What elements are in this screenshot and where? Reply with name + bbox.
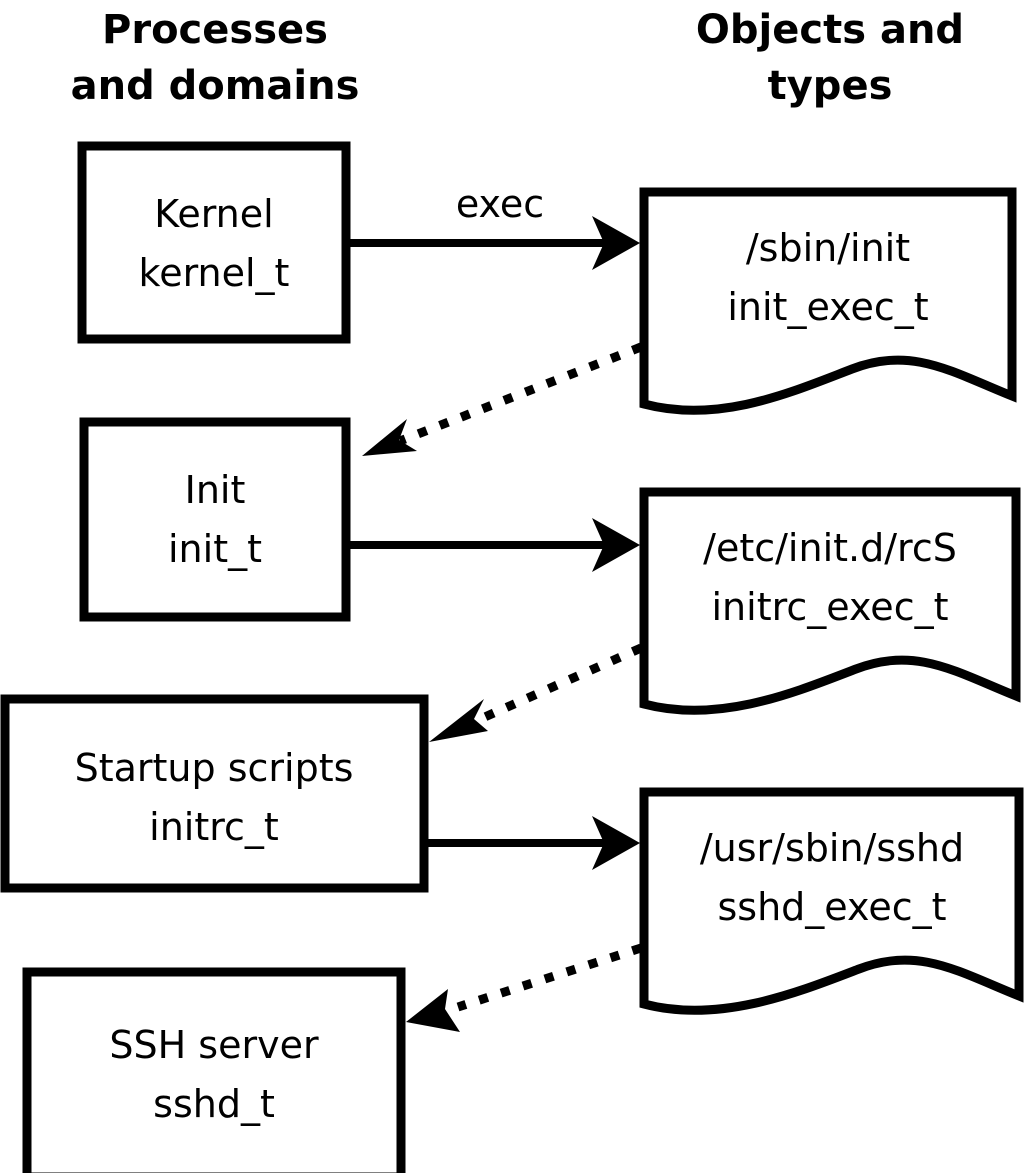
arrowhead-init-exec — [592, 518, 640, 572]
arrowhead-initrc-transition — [429, 699, 488, 742]
edge-line-sshd-transition — [456, 943, 643, 1012]
column-heading-processes-line2: and domains — [71, 63, 360, 109]
edge-line-initrc-transition — [476, 643, 643, 725]
node-sshd-line1: SSH server — [109, 1023, 319, 1067]
edge-sshd-exec-transition-sshd — [406, 943, 643, 1032]
edge-init-exec-initrc-exec — [350, 518, 640, 572]
node-sshd-exec-line1: /usr/sbin/sshd — [700, 826, 964, 870]
edge-init-exec-transition-init — [362, 342, 643, 456]
column-heading-processes-line1: Processes — [102, 7, 328, 53]
arrowhead-initrc-exec — [592, 816, 640, 870]
edge-label-exec: exec — [456, 182, 544, 226]
column-heading-objects-line1: Objects and — [696, 7, 964, 53]
edge-line-init-transition — [398, 342, 643, 446]
node-initrc-exec-line1: /etc/init.d/rcS — [703, 526, 957, 570]
column-heading-objects: Objects and types — [696, 7, 964, 109]
node-initrc[interactable]: Startup scripts initrc_t — [0, 694, 429, 893]
node-initrc-line1: Startup scripts — [75, 746, 354, 790]
node-init-box[interactable] — [79, 417, 351, 622]
node-init-exec[interactable]: /sbin/init init_exec_t — [639, 187, 1017, 415]
column-heading-processes: Processes and domains — [71, 7, 360, 109]
node-kernel-line2: kernel_t — [139, 251, 290, 295]
column-heading-objects-line2: types — [768, 63, 893, 109]
node-sshd-exec-line2: sshd_exec_t — [717, 885, 946, 929]
node-init[interactable]: Init init_t — [79, 417, 351, 622]
arrowhead-kernel-exec — [592, 216, 640, 270]
node-kernel-box[interactable] — [77, 141, 351, 344]
edge-initrc-exec-transition-initrc — [429, 643, 643, 742]
node-initrc-line2: initrc_t — [149, 805, 279, 849]
node-sshd-exec-document[interactable] — [639, 787, 1024, 1015]
node-kernel[interactable]: Kernel kernel_t — [77, 141, 351, 344]
node-init-exec-document[interactable] — [639, 187, 1017, 415]
node-initrc-exec-line2: initrc_exec_t — [712, 585, 949, 629]
edge-kernel-exec-init-exec: exec — [350, 182, 640, 270]
node-init-line2: init_t — [168, 527, 262, 571]
node-sshd[interactable]: SSH server sshd_t — [22, 967, 406, 1173]
node-sshd-box[interactable] — [22, 967, 406, 1173]
node-initrc-exec[interactable]: /etc/init.d/rcS initrc_exec_t — [639, 487, 1021, 715]
node-kernel-line1: Kernel — [154, 192, 273, 236]
node-init-line1: Init — [185, 468, 246, 512]
node-init-exec-line1: /sbin/init — [746, 226, 910, 270]
edge-initrc-exec-sshd-exec — [428, 816, 640, 870]
node-sshd-exec[interactable]: /usr/sbin/sshd sshd_exec_t — [639, 787, 1024, 1015]
arrowhead-sshd-transition — [406, 989, 460, 1032]
node-initrc-box[interactable] — [0, 694, 429, 893]
node-sshd-line2: sshd_t — [153, 1082, 275, 1126]
node-init-exec-line2: init_exec_t — [727, 285, 928, 329]
node-initrc-exec-document[interactable] — [639, 487, 1021, 715]
arrowhead-init-transition — [362, 419, 417, 456]
